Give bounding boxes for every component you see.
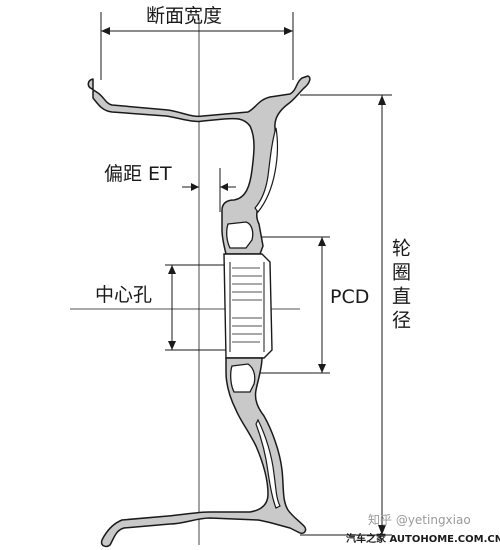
- rim-diameter-label: 轮圈直径: [389, 238, 411, 334]
- hub-section: [223, 253, 273, 359]
- pcd-label: PCD: [330, 286, 370, 308]
- center-bore-label: 中心孔: [95, 284, 153, 306]
- upper-rim-inner-lip: [254, 127, 278, 213]
- offset-arrow-right: [220, 183, 228, 191]
- lower-rim-inner-lip: [255, 418, 281, 509]
- pcd-arrow-bottom: [318, 364, 326, 373]
- offset-arrow-left: [191, 183, 199, 191]
- upper-bolt-pocket: [226, 221, 254, 249]
- center-bore-arrow-top: [168, 265, 176, 274]
- section-width-arrow-right: [284, 27, 293, 35]
- offset-et-label: 偏距 ET: [104, 163, 172, 185]
- lower-bolt-pocket: [230, 363, 256, 393]
- center-bore-hatch: [232, 267, 262, 343]
- rim-diameter-arrow-top: [378, 95, 386, 105]
- center-bore-arrow-bottom: [168, 341, 176, 350]
- lower-rim-section: [100, 357, 307, 548]
- rim-diameter-arrow-bottom: [378, 525, 386, 535]
- section-width-arrow-left: [101, 27, 110, 35]
- zhihu-watermark: 知乎 @yetingxiao: [368, 513, 471, 527]
- pcd-arrow-top: [318, 237, 326, 246]
- autohome-watermark: 汽车之家 AUTOHOME.COM.CN: [346, 534, 500, 545]
- section-width-label: 断面宽度: [146, 5, 223, 27]
